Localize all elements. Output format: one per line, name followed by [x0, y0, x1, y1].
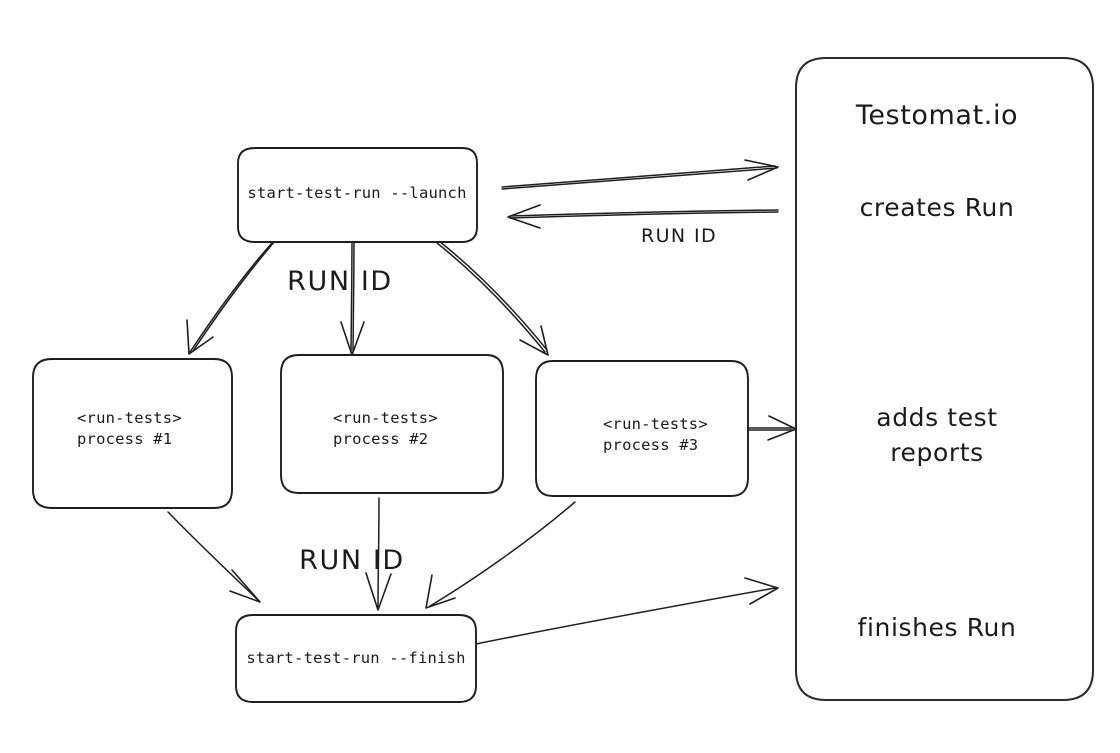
- panel-step-adds-test-reports-line1: adds test: [876, 403, 998, 432]
- process2-label-line2: process #2: [333, 430, 429, 448]
- panel-step-creates-run: creates Run: [859, 193, 1015, 222]
- process3-label-line2: process #3: [603, 436, 699, 454]
- process1-label-line2: process #1: [77, 430, 173, 448]
- edge-label-run-id-return: RUN ID: [641, 225, 717, 247]
- finish-box-shape: [235, 614, 477, 703]
- process2-box-shape: [280, 354, 504, 494]
- panel-title: Testomat.io: [855, 100, 1019, 131]
- edge-label-run-id-fanout: RUN ID: [287, 266, 393, 297]
- arrow-finish-to-panel: [475, 577, 779, 645]
- panel-step-finishes-run: finishes Run: [857, 613, 1017, 642]
- arrow-process3-to-finish: [425, 501, 576, 609]
- arrow-process1-to-finish: [167, 511, 261, 603]
- process1-box-shape: [32, 358, 233, 509]
- arrow-launch-to-panel: [501, 159, 779, 190]
- process3-label-line1: <run-tests>: [603, 415, 708, 433]
- process1-label-line1: <run-tests>: [77, 409, 182, 427]
- arrow-launch-to-process1: [186, 240, 276, 355]
- process2-label-line1: <run-tests>: [333, 409, 438, 427]
- testomat-panel-shape: [795, 57, 1094, 701]
- arrow-launch-to-process3: [436, 240, 549, 356]
- launch-box-label: start-test-run --launch: [247, 184, 467, 202]
- edge-label-run-id-fanin: RUN ID: [299, 545, 405, 576]
- launch-box-shape: [237, 147, 478, 243]
- arrow-process2-to-finish: [365, 497, 392, 611]
- panel-step-adds-test-reports-line2: reports: [890, 438, 984, 467]
- process3-box-shape: [535, 360, 749, 497]
- finish-box-label: start-test-run --finish: [246, 649, 466, 667]
- arrow-panel-to-launch-runid: [507, 204, 779, 229]
